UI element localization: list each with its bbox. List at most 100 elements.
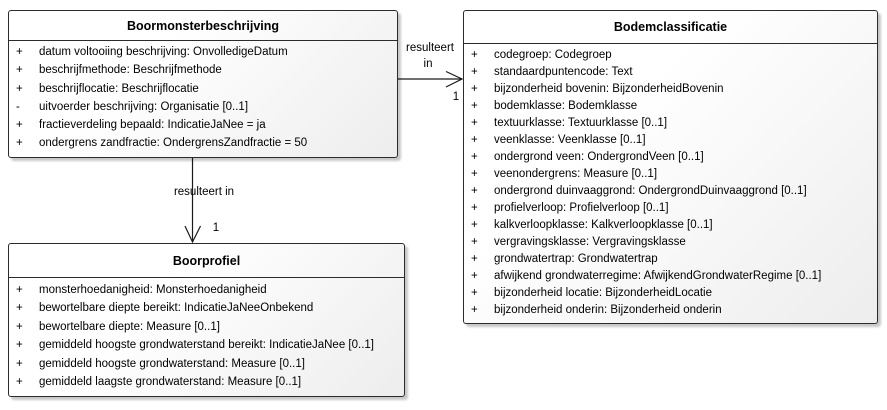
- visibility-marker: +: [16, 137, 23, 150]
- visibility-marker: +: [471, 82, 478, 95]
- visibility-marker: +: [471, 235, 478, 248]
- attribute-row: + vergravingsklasse: Vergravingsklasse: [464, 235, 877, 249]
- visibility-marker: +: [16, 339, 23, 351]
- attribute-row: + ondergrens zandfractie: OndergrensZandf…: [9, 138, 397, 150]
- association-label: resulteert: [406, 42, 454, 54]
- attribute-row: + afwijkend grondwaterregime: AfwijkendGr…: [464, 269, 877, 283]
- multiplicity-label: 1: [212, 222, 220, 234]
- visibility-marker: +: [16, 320, 23, 333]
- attribute-text: veenklasse: Veenklasse [0..1]: [494, 133, 646, 146]
- visibility-marker: +: [16, 118, 23, 131]
- visibility-marker: +: [471, 286, 478, 299]
- attribute-list: + datum voltooiing beschrijving: Onvolled…: [9, 41, 397, 157]
- attribute-text: veenondergrens: Measure [0..1]: [494, 167, 658, 180]
- visibility-marker: +: [16, 376, 23, 388]
- attribute-list: + codegroep: Codegroep + standaardpuntencod…: [464, 44, 877, 323]
- attribute-row: + beschrijflocatie: Beschrijflocatie: [9, 82, 397, 96]
- attribute-text: ondergrond duinvaaggrond: OndergrondDuin…: [494, 184, 807, 197]
- attribute-row: + ondergrond veen: OndergrondVeen [0..1]: [464, 150, 877, 164]
- attribute-text: bodemklasse: Bodemklasse: [494, 99, 638, 112]
- class-boorprofiel[interactable]: Boorprofiel + monsterhoedanigheid: Monste…: [8, 243, 405, 397]
- visibility-marker: +: [16, 357, 23, 370]
- attribute-row: + gemiddeld laagste grondwaterstand: Meas…: [9, 376, 404, 389]
- attribute-text: profielverloop: Profielverloop [0..1]: [494, 201, 669, 214]
- attribute-text: grondwatertrap: Grondwatertrap: [494, 252, 658, 265]
- attribute-row: + bijzonderheid locatie: BijzonderheidLoc…: [464, 286, 877, 300]
- attribute-row: + gemiddeld hoogste grondwaterstand berei…: [9, 339, 404, 352]
- attribute-text: beschrijflocatie: Beschrijflocatie: [39, 82, 199, 95]
- attribute-row: + bewortelbare diepte bereikt: IndicatieJ…: [9, 302, 404, 315]
- attribute-text: monsterhoedanigheid: Monsterhoedanigheid: [39, 283, 267, 296]
- attribute-text: ondergrens zandfractie: OndergrensZandfr…: [39, 137, 308, 150]
- attribute-row: + fractieverdeling bepaald: IndicatieJaNe…: [9, 118, 397, 132]
- class-title: Boorprofiel: [9, 244, 404, 278]
- attribute-row: + beschrijfmethode: Beschrijfmethode: [9, 65, 397, 77]
- attribute-row: + bijzonderheid bovenin: BijzonderheidBov…: [464, 82, 877, 96]
- attribute-text: standaardpuntencode: Text: [494, 65, 633, 78]
- attribute-text: beschrijfmethode: Beschrijfmethode: [39, 64, 222, 77]
- class-title: Bodemclassificatie: [464, 11, 877, 44]
- attribute-row: + bewortelbare diepte: Measure [0..1]: [9, 320, 404, 334]
- visibility-marker: +: [471, 218, 478, 231]
- attribute-text: afwijkend grondwaterregime: AfwijkendGro…: [494, 269, 822, 282]
- attribute-text: bewortelbare diepte: Measure [0..1]: [39, 320, 220, 333]
- attribute-row: + veenondergrens: Measure [0..1]: [464, 167, 877, 181]
- attribute-row: + profielverloop: Profielverloop [0..1]: [464, 201, 877, 215]
- visibility-marker: +: [16, 46, 23, 59]
- attribute-text: bijzonderheid onderin: Bijzonderheid ond…: [494, 303, 722, 316]
- visibility-marker: -: [16, 100, 20, 113]
- attribute-text: gemiddeld hoogste grondwaterstand bereik…: [39, 339, 374, 351]
- visibility-marker: +: [471, 48, 478, 61]
- visibility-marker: +: [471, 65, 478, 78]
- visibility-marker: +: [471, 133, 478, 146]
- association-resulteert-in-boorprofiel[interactable]: [184, 158, 202, 244]
- class-boormonsterbeschrijving[interactable]: Boormonsterbeschrijving + datum voltooiin…: [8, 10, 398, 158]
- attribute-row: + datum voltooiing beschrijving: Onvolled…: [9, 47, 397, 59]
- attribute-row: + ondergrond duinvaaggrond: OndergrondDui…: [464, 184, 877, 198]
- open-arrowhead-icon: [184, 225, 202, 244]
- visibility-marker: +: [16, 302, 23, 314]
- class-bodemclassificatie[interactable]: Bodemclassificatie + codegroep: Codegroep…: [463, 10, 878, 324]
- attribute-text: bijzonderheid locatie: BijzonderheidLoca…: [494, 286, 713, 299]
- attribute-text: uitvoerder beschrijving: Organisatie [0.…: [39, 100, 249, 113]
- visibility-marker: +: [471, 252, 478, 265]
- visibility-marker: +: [16, 283, 23, 296]
- attribute-text: fractieverdeling bepaald: IndicatieJaNee…: [39, 118, 266, 131]
- attribute-row: + veenklasse: Veenklasse [0..1]: [464, 133, 877, 147]
- attribute-text: datum voltooiing beschrijving: Onvolledi…: [39, 46, 288, 59]
- attribute-text: bijzonderheid bovenin: BijzonderheidBove…: [494, 82, 724, 95]
- attribute-list: + monsterhoedanigheid: Monsterhoedanighei…: [9, 278, 404, 396]
- visibility-marker: +: [471, 269, 478, 282]
- multiplicity-label: 1: [452, 91, 460, 103]
- attribute-text: textuurklasse: Textuurklasse [0..1]: [494, 116, 668, 129]
- attribute-row: + monsterhoedanigheid: Monsterhoedanighei…: [9, 283, 404, 297]
- visibility-marker: +: [16, 64, 23, 77]
- visibility-marker: +: [471, 150, 478, 163]
- attribute-row: + codegroep: Codegroep: [464, 48, 877, 62]
- attribute-text: gemiddeld hoogste grondwaterstand: Measu…: [39, 357, 305, 370]
- attribute-text: vergravingsklasse: Vergravingsklasse: [494, 235, 686, 248]
- attribute-text: ondergrond veen: OndergrondVeen [0..1]: [494, 150, 704, 163]
- class-title: Boormonsterbeschrijving: [9, 11, 397, 41]
- attribute-row: - uitvoerder beschrijving: Organisatie [0…: [9, 100, 397, 114]
- attribute-text: gemiddeld laagste grondwaterstand: Measu…: [39, 376, 302, 388]
- visibility-marker: +: [471, 201, 478, 214]
- attribute-row: +bodemklasse: Bodemklasse: [464, 99, 877, 113]
- attribute-row: + textuurklasse: Textuurklasse [0..1]: [464, 116, 877, 130]
- attribute-text: bewortelbare diepte bereikt: IndicatieJa…: [39, 302, 314, 314]
- visibility-marker: +: [471, 116, 478, 129]
- attribute-row: + kalkverloopklasse: Kalkverloopklasse [0…: [464, 218, 877, 232]
- open-arrowhead-icon: [445, 70, 464, 88]
- attribute-text: kalkverloopklasse: Kalkverloopklasse [0.…: [494, 218, 713, 231]
- attribute-text: codegroep: Codegroep: [494, 48, 612, 61]
- attribute-row: + gemiddeld hoogste grondwaterstand: Meas…: [9, 357, 404, 371]
- attribute-row: + grondwatertrap: Grondwatertrap: [464, 252, 877, 266]
- visibility-marker: +: [471, 303, 478, 316]
- visibility-marker: +: [471, 184, 478, 197]
- association-label: in: [423, 58, 433, 70]
- visibility-marker: +: [16, 82, 23, 95]
- attribute-row: + standaardpuntencode: Text: [464, 65, 877, 79]
- association-resulteert-in-bodemclassificatie[interactable]: [398, 70, 464, 88]
- visibility-marker: +: [471, 167, 478, 180]
